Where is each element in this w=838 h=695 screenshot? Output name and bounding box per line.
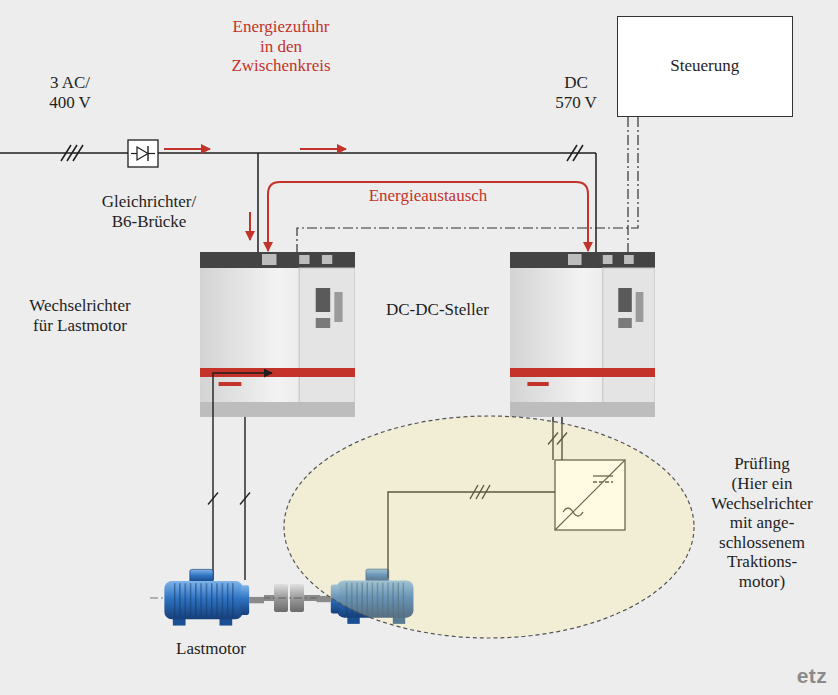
control-box: Steuerung bbox=[617, 16, 793, 117]
dc-bus-path bbox=[0, 152, 596, 154]
energy-feed-arrows-path bbox=[164, 148, 210, 150]
control-label: Steuerung bbox=[670, 56, 739, 76]
motor-picture-use bbox=[164, 569, 264, 625]
dc-bus-path bbox=[61, 145, 83, 161]
drive-unit-path bbox=[213, 373, 272, 417]
drive-unit-use bbox=[510, 252, 655, 417]
motor-picture bbox=[158, 566, 264, 630]
rectifier-label: Gleichrichter/ B6-Brücke bbox=[98, 192, 200, 231]
connector-line bbox=[208, 493, 218, 505]
watermark: etz bbox=[790, 664, 834, 687]
device-under-test: Prüfling(Hier ein Wechselrichter mit ang… bbox=[282, 414, 696, 640]
connector bbox=[268, 182, 588, 251]
connector bbox=[628, 117, 629, 252]
dut-heading: Prüfling bbox=[703, 454, 821, 474]
inverter-label: Wechselrichter für Lastmotor bbox=[20, 296, 140, 335]
dc-bus-path bbox=[257, 153, 259, 252]
test-region-outline-ellipse bbox=[284, 416, 694, 638]
rectifier-symbol-path bbox=[147, 146, 148, 161]
test-region-outline bbox=[282, 414, 696, 640]
rectifier-symbol bbox=[128, 140, 158, 167]
energy-feed-arrows-path bbox=[300, 148, 346, 150]
dut-description: (Hier ein Wechselrichter mit ange- schlo… bbox=[703, 474, 821, 591]
load-inverter: Wechselrichter für Lastmotor bbox=[200, 252, 355, 417]
motor-label: Lastmotor bbox=[158, 639, 264, 659]
rectifier-symbol-path bbox=[137, 147, 148, 160]
dc-bus-path bbox=[595, 153, 597, 252]
converter-label: DC-DC-Steller bbox=[386, 300, 489, 320]
dc-bus-path bbox=[567, 145, 583, 161]
drive-unit bbox=[200, 252, 355, 417]
connector-line bbox=[268, 182, 588, 251]
rectifier-symbol-rect bbox=[128, 140, 158, 167]
energy-feed-arrows-path bbox=[249, 212, 251, 240]
connector-line bbox=[627, 117, 628, 252]
supply-label: 3 AC/ 400 V bbox=[40, 73, 100, 112]
connector bbox=[297, 117, 638, 252]
load-motor: Lastmotor bbox=[158, 566, 264, 662]
connector-line bbox=[297, 117, 638, 252]
edge-label: Energieaustausch bbox=[366, 186, 491, 206]
dc-bus bbox=[0, 145, 596, 252]
drive-unit bbox=[510, 252, 655, 417]
connector-line bbox=[240, 493, 250, 505]
drive-unit-use bbox=[200, 252, 355, 417]
dc-dc-converter: DC-DC-Steller bbox=[510, 252, 655, 417]
dc-voltage-label: DC 570 V bbox=[551, 73, 601, 112]
energy-feed-label: Energiezufuhr in den Zwischenkreis bbox=[226, 17, 336, 76]
connector bbox=[208, 417, 250, 580]
